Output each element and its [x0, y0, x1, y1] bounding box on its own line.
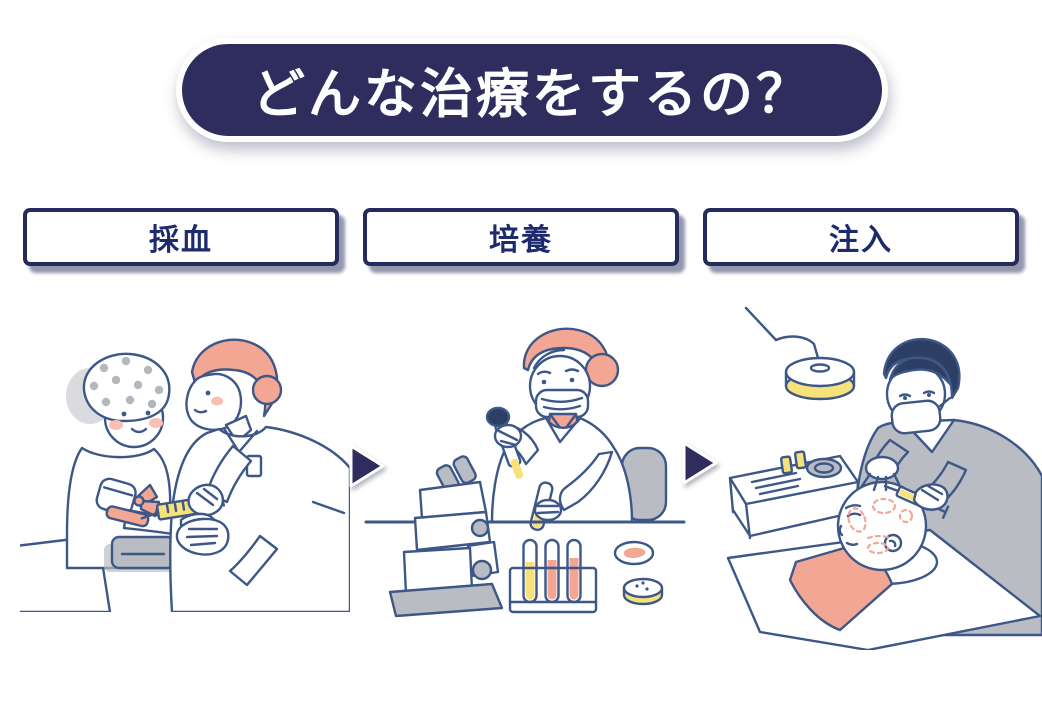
- patient-lying-figure: [788, 480, 939, 632]
- step-label: 採血: [149, 224, 213, 257]
- title-banner: どんな治療をするの？: [176, 38, 888, 142]
- microscope-icon: [388, 455, 504, 618]
- scientist-figure: [485, 327, 634, 532]
- step-arrow-icon: [349, 444, 385, 488]
- tourniquet: [105, 483, 161, 528]
- polka-dots: [89, 356, 164, 409]
- step-box-culture: 培養: [363, 208, 679, 266]
- petri-dishes-icon: [613, 540, 664, 606]
- doctor-hands: [860, 438, 968, 519]
- title-text: どんな治療をするの？: [252, 65, 812, 124]
- nurse-hands: [175, 483, 279, 587]
- illustration-injection: [726, 306, 1042, 650]
- nurse-figure: [169, 338, 350, 612]
- arm-rest-pad: [104, 535, 180, 572]
- step-arrow-icon: [682, 441, 718, 485]
- scalp-marks: [847, 497, 914, 555]
- step-label: 培養: [489, 224, 553, 257]
- illustration-culture: [364, 327, 686, 618]
- illustration-blood-draw: [20, 338, 350, 612]
- step-box-injection: 注入: [703, 208, 1019, 266]
- test-tube-rack-icon: [508, 538, 598, 614]
- step-box-blood-draw: 採血: [23, 208, 339, 266]
- surgical-lamp-icon: [744, 306, 856, 401]
- face-mask: [890, 396, 952, 435]
- step-label: 注入: [829, 224, 893, 257]
